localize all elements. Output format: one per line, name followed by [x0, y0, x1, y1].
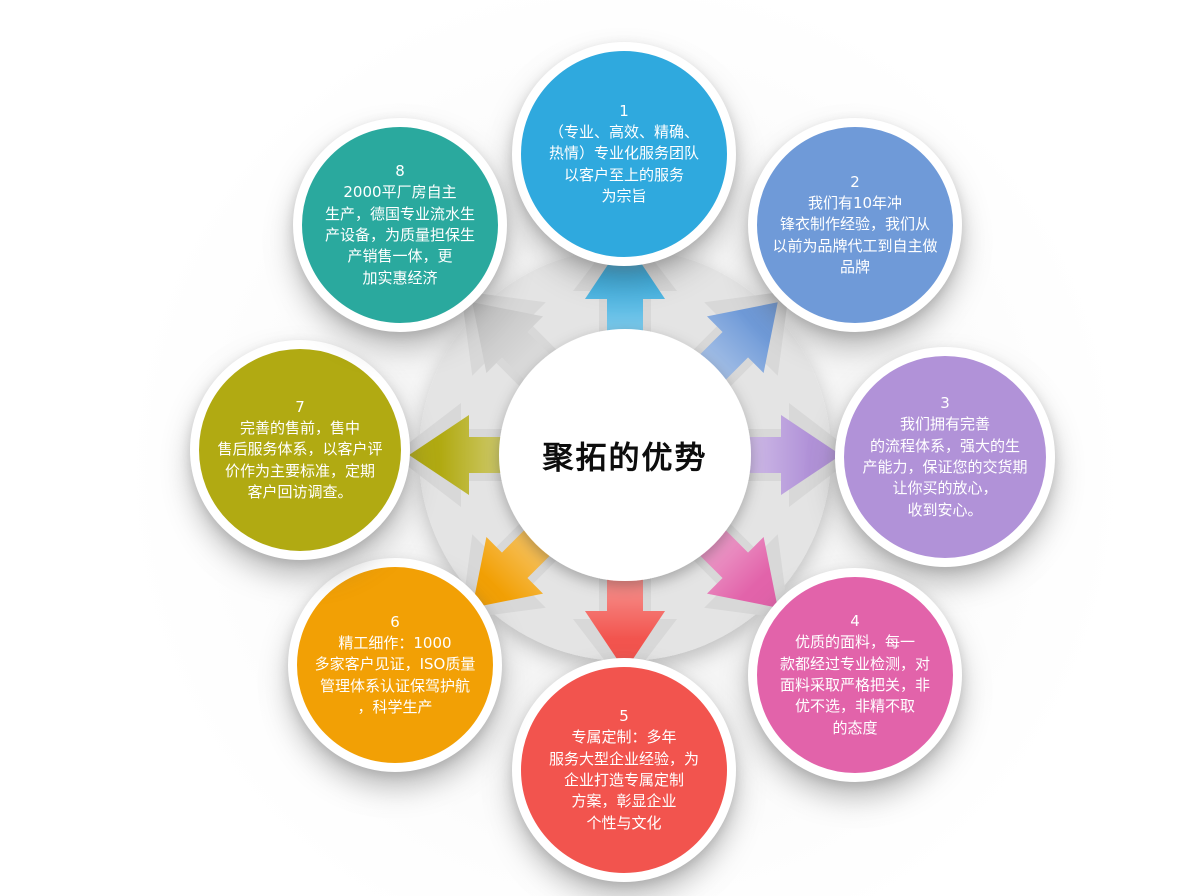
bubble-text: 精工细作：1000 多家客户见证，ISO质量 管理体系认证保驾护航 ，科学生产 — [314, 634, 476, 716]
hub-diagram — [385, 215, 865, 695]
bubble-text: 优质的面料，每一 款都经过专业检测，对 面料采取严格把关，非 优不选，非精不取 … — [779, 633, 930, 737]
advantage-bubble-4: 4 优质的面料，每一 款都经过专业检测，对 面料采取严格把关，非 优不选，非精不… — [748, 568, 962, 782]
bubble-number: 2 — [850, 172, 860, 191]
bubble-number: 6 — [390, 612, 400, 631]
center-circle — [499, 329, 751, 581]
bubble-number: 1 — [619, 101, 629, 120]
advantage-bubble-2: 2 我们有10年冲 锋衣制作经验，我们从 以前为品牌代工到自主做 品牌 — [748, 118, 962, 332]
bubble-text: 完善的售前，售中 售后服务体系，以客户评 价作为主要标准，定期 客户回访调查。 — [217, 419, 383, 501]
advantage-bubble-6: 6 精工细作：1000 多家客户见证，ISO质量 管理体系认证保驾护航 ，科学生… — [288, 558, 502, 772]
center-title: 聚拓的优势 — [542, 440, 708, 477]
advantage-bubble-8: 8 2000平厂房自主 生产，德国专业流水生 产设备，为质量担保生 产销售一体，… — [293, 118, 507, 332]
arrow-ring-graphic — [393, 223, 857, 687]
bubble-text: 我们拥有完善 的流程体系，强大的生 产能力，保证您的交货期 让你买的放心， 收到… — [862, 415, 1028, 519]
bubble-number: 7 — [295, 397, 305, 416]
bubble-text: 我们有10年冲 锋衣制作经验，我们从 以前为品牌代工到自主做 品牌 — [772, 194, 938, 276]
bubble-text: 专属定制：多年 服务大型企业经验，为 企业打造专属定制 方案，彰显企业 个性与文… — [548, 728, 699, 832]
advantage-bubble-1: 1 （专业、高效、精确、 热情）专业化服务团队 以客户至上的服务 为宗旨 — [512, 42, 736, 266]
advantage-bubble-5: 5 专属定制：多年 服务大型企业经验，为 企业打造专属定制 方案，彰显企业 个性… — [512, 658, 736, 882]
bubble-text: 2000平厂房自主 生产，德国专业流水生 产设备，为质量担保生 产销售一体，更 … — [324, 183, 475, 287]
bubble-number: 5 — [619, 707, 629, 726]
bubble-number: 3 — [940, 394, 950, 413]
advantage-bubble-3: 3 我们拥有完善 的流程体系，强大的生 产能力，保证您的交货期 让你买的放心， … — [835, 347, 1055, 567]
bubble-number: 4 — [850, 612, 860, 631]
bubble-text: （专业、高效、精确、 热情）专业化服务团队 以客户至上的服务 为宗旨 — [548, 123, 699, 205]
advantage-bubble-7: 7 完善的售前，售中 售后服务体系，以客户评 价作为主要标准，定期 客户回访调查… — [190, 340, 410, 560]
bubble-number: 8 — [395, 162, 405, 181]
